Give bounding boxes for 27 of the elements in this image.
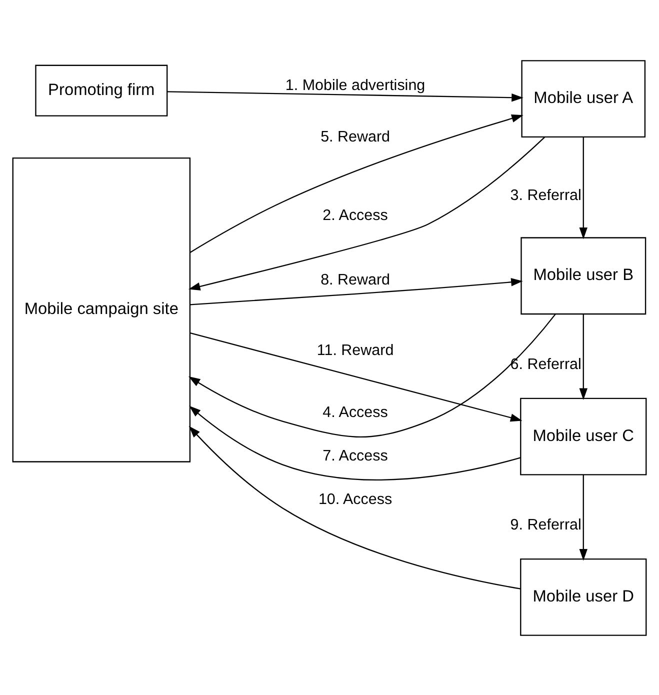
node-box: Mobile user D xyxy=(520,558,647,636)
arrow xyxy=(579,314,588,400)
arrow xyxy=(579,474,588,560)
arrow xyxy=(167,90,524,102)
arrow xyxy=(190,332,522,422)
arrow xyxy=(190,114,524,252)
edge-label: 5. Reward xyxy=(320,128,390,145)
arrow xyxy=(579,136,588,239)
arrow xyxy=(188,313,556,437)
edge-label: 11. Reward xyxy=(316,341,394,358)
arrow xyxy=(188,426,521,589)
arrow xyxy=(188,136,546,290)
edge-label: 8. Reward xyxy=(320,271,390,288)
edge-label: 4. Access xyxy=(322,404,388,421)
node-box: Mobile user C xyxy=(520,397,647,475)
edge-label: 3. Referral xyxy=(510,186,582,204)
arrow xyxy=(190,278,523,305)
edge-label: 1. Mobile advertising xyxy=(285,76,426,94)
edge-label: 7. Access xyxy=(322,446,388,464)
node-box: Mobile user A xyxy=(521,60,646,137)
edge-label: 10. Access xyxy=(318,490,392,508)
node-box: Promoting firm xyxy=(35,64,168,116)
node-box: Mobile user B xyxy=(520,236,646,314)
edge-label: 9. Referral xyxy=(510,516,582,534)
edge-label: 2. Access xyxy=(322,206,388,224)
node-box: Mobile campaign site xyxy=(12,156,191,462)
arrow xyxy=(189,405,521,480)
